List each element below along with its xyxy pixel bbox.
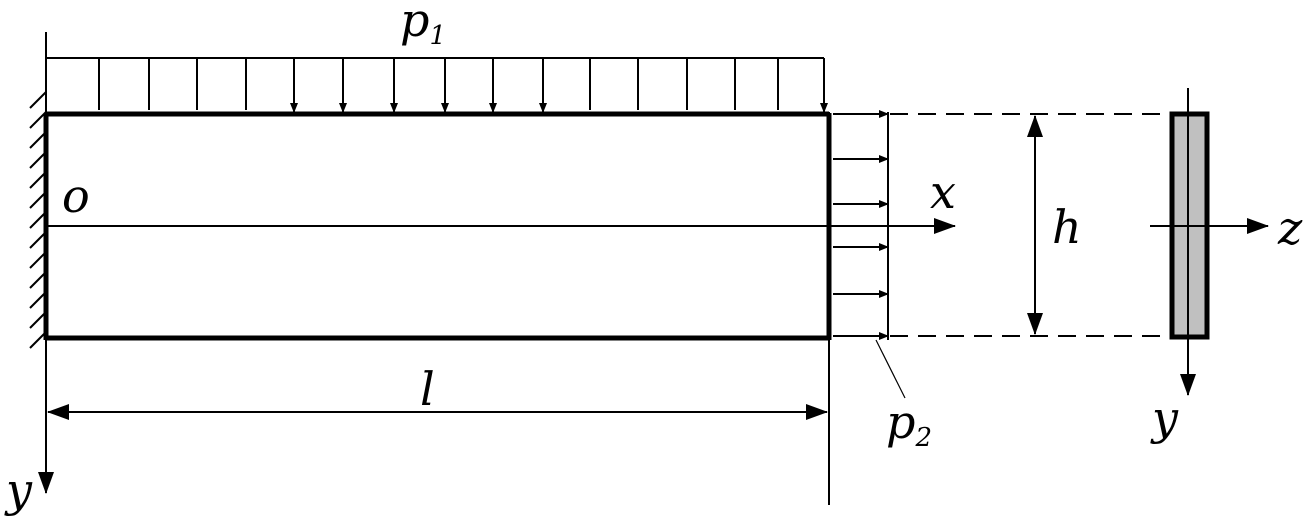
length-dimension	[47, 340, 830, 505]
label-origin: o	[62, 169, 90, 223]
distributed-load-p1	[45, 57, 828, 113]
height-guides	[890, 113, 1172, 337]
label-z-axis: z	[1277, 201, 1303, 255]
distributed-load-p2	[833, 110, 906, 399]
label-x-axis: x	[930, 165, 956, 219]
label-p2: p2	[886, 395, 932, 453]
label-y-axis-right: y	[1150, 391, 1179, 445]
label-p1: p1	[400, 0, 446, 51]
label-length: l	[420, 362, 435, 416]
cross-section	[1150, 88, 1269, 396]
label-height: h	[1052, 200, 1082, 254]
label-y-axis-left: y	[4, 463, 33, 517]
